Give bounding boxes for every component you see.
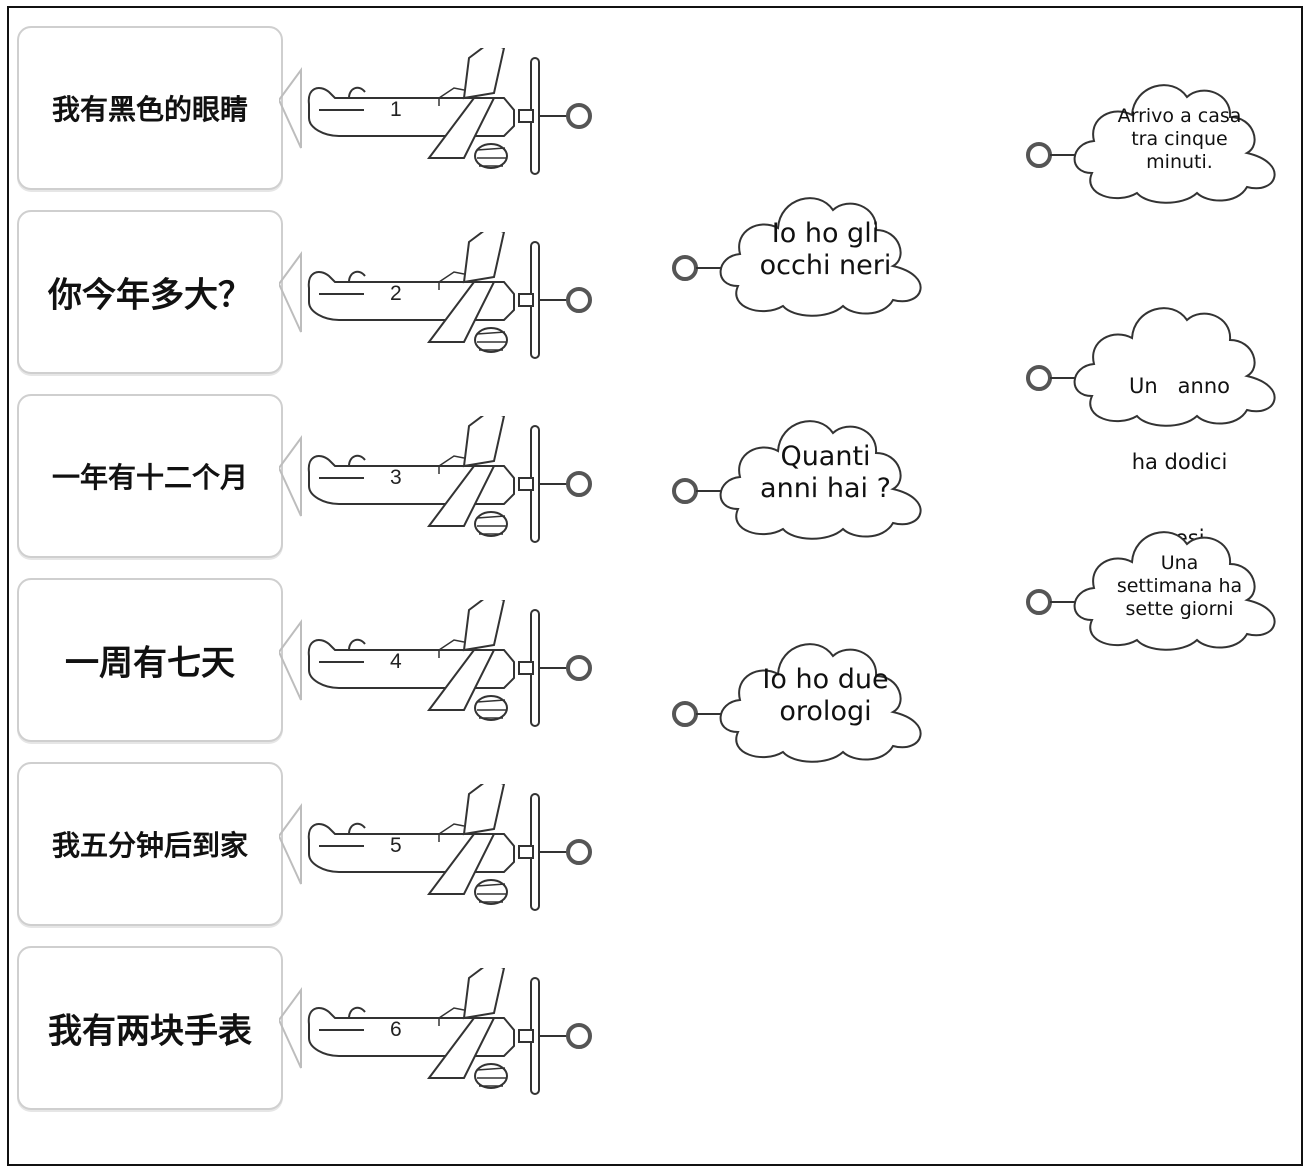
cloud-line: tra cinque [1131, 127, 1228, 150]
cloud-line: Quanti [780, 441, 871, 472]
cloud-shape [1026, 84, 1276, 204]
biplane-icon [279, 232, 592, 359]
cloud-line: Arrivo a casa [1117, 105, 1242, 127]
chinese-card: 你今年多大？ [17, 210, 283, 374]
cloud-line: anni hai ? [760, 473, 891, 505]
cloud-line: orologi [779, 696, 872, 728]
answer-cloud: Io ho due orologi [668, 614, 940, 764]
biplane-icon [279, 784, 592, 911]
match-item: 我五分钟后到家 5 [17, 762, 597, 932]
biplane-icon [279, 600, 592, 727]
answer-cloud: Arrivo a casa tra cinque minuti. [1022, 55, 1294, 205]
match-item: 你今年多大？ 2 [17, 210, 597, 380]
cloud-line: Una [1160, 552, 1199, 574]
cloud-line: ha dodici [1131, 449, 1228, 474]
answer-cloud: Io ho gli occhi neri [668, 168, 940, 318]
cloud-shape [672, 643, 922, 763]
chinese-sentence: 我有黑色的眼睛 [51, 93, 248, 126]
cloud-text: Io ho due orologi [738, 664, 913, 729]
cloud-line: settimana ha [1116, 574, 1243, 597]
chinese-card: 一年有十二个月 [17, 394, 283, 558]
item-number: 4 [390, 650, 402, 673]
cloud-line: Io ho due [762, 664, 889, 695]
chinese-card: 一周有七天 [17, 578, 283, 742]
chinese-sentence: 我五分钟后到家 [51, 829, 248, 862]
biplane-icon [279, 968, 592, 1095]
cloud-shape [672, 197, 922, 317]
cloud-shape [1026, 531, 1276, 651]
biplane-icon [279, 48, 592, 175]
cloud-line: Io ho gli [771, 218, 880, 249]
item-number: 6 [390, 1018, 402, 1041]
chinese-sentence: 一年有十二个月 [51, 461, 248, 494]
item-number: 1 [390, 98, 402, 121]
chinese-card: 我有两块手表 [17, 946, 283, 1110]
answer-cloud: Un anno ha dodici mesi [1022, 278, 1294, 550]
cloud-shape [1026, 307, 1276, 427]
item-number: 2 [390, 282, 402, 305]
chinese-card: 我五分钟后到家 [17, 762, 283, 926]
chinese-sentence: 一周有七天 [65, 643, 235, 684]
cloud-line: Un anno [1128, 374, 1231, 399]
match-item: 我有两块手表 6 [17, 946, 597, 1116]
item-number: 3 [390, 466, 402, 489]
cloud-line: occhi neri [759, 250, 892, 282]
chinese-sentence: 我有两块手表 [48, 1011, 252, 1052]
cloud-text: Una settimana ha sette giorni [1092, 552, 1267, 620]
match-item: 我有黑色的眼睛 1 [17, 26, 597, 196]
answer-cloud: Quanti anni hai ? [668, 391, 940, 541]
biplane-icon [279, 416, 592, 543]
cloud-line: sette giorni [1125, 597, 1234, 620]
cloud-text: Arrivo a casa tra cinque minuti. [1092, 105, 1267, 173]
cloud-line: minuti. [1146, 150, 1213, 173]
cloud-text: Io ho gli occhi neri [738, 218, 913, 283]
match-item: 一周有七天 4 [17, 578, 597, 748]
answer-cloud: Una settimana ha sette giorni [1022, 502, 1294, 652]
chinese-sentence: 你今年多大？ [48, 275, 252, 316]
item-number: 5 [390, 834, 402, 857]
cloud-shape [672, 420, 922, 540]
chinese-card: 我有黑色的眼睛 [17, 26, 283, 190]
match-item: 一年有十二个月 3 [17, 394, 597, 564]
cloud-text: Quanti anni hai ? [738, 441, 913, 506]
